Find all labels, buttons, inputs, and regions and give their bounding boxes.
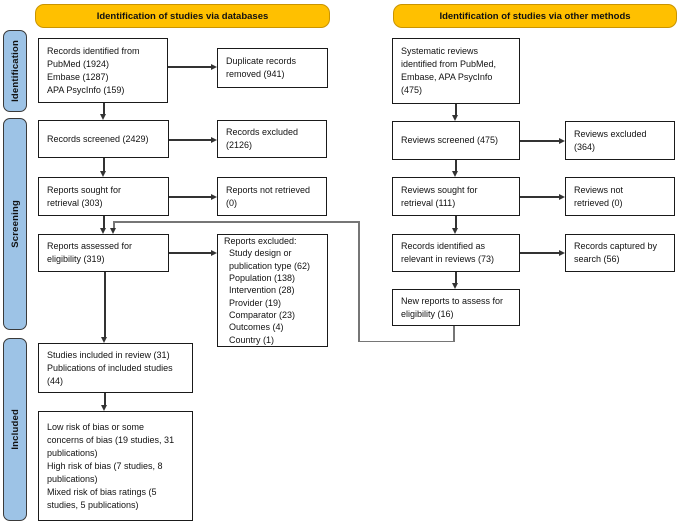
arrow-right-icon (558, 137, 565, 144)
arrow-right-icon (210, 249, 217, 256)
flow-line (168, 66, 211, 68)
arrow-right-icon (210, 136, 217, 143)
header-other-methods: Identification of studies via other meth… (393, 4, 677, 28)
box-duplicate-records: Duplicate records removed (941) (217, 48, 328, 88)
box-reviews-excluded: Reviews excluded (364) (565, 121, 675, 160)
box-studies-included: Studies included in review (31) Publicat… (38, 343, 193, 393)
box-new-reports: New reports to assess for eligibility (1… (392, 289, 520, 326)
box-records-screened-text: Records screened (2429) (47, 133, 149, 144)
stage-included-label: Included (9, 409, 21, 450)
header-databases: Identification of studies via databases (35, 4, 330, 28)
arrow-down-icon (452, 114, 458, 121)
arrow-down-icon (101, 404, 107, 411)
box-reports-assessed-text: Reports assessed for eligibility (319) (47, 241, 133, 264)
flow-line (169, 196, 211, 198)
box-records-identified-text: Records identified from PubMed (1924) Em… (47, 45, 140, 95)
arrow-down-icon (110, 227, 116, 234)
box-reports-not-retrieved-text: Reports not retrieved (0) (226, 184, 311, 208)
box-reports-excluded-title: Reports excluded: (224, 236, 297, 247)
cross-connector (358, 221, 360, 342)
box-reviews-excluded-text: Reviews excluded (364) (574, 128, 647, 152)
box-reviews-screened-text: Reviews screened (475) (401, 135, 499, 145)
arrow-down-icon (100, 170, 106, 177)
flow-line (520, 196, 559, 198)
flow-line (103, 216, 105, 228)
arrow-right-icon (558, 193, 565, 200)
flow-line (455, 160, 457, 171)
flow-line (520, 252, 559, 254)
box-reviews-sought-text: Reviews sought for retrieval (111) (401, 184, 478, 208)
cross-connector (113, 221, 115, 228)
flow-line (103, 158, 105, 171)
flow-line (169, 252, 211, 254)
arrow-right-icon (210, 63, 217, 70)
stage-screening-label: Screening (9, 200, 21, 248)
box-reports-excluded: Reports excluded: Study design or public… (217, 234, 328, 347)
box-systematic-reviews-text: Systematic reviews identified from PubMe… (401, 46, 497, 95)
cross-connector (358, 340, 455, 342)
box-reports-excluded-reasons: Study design or publication type (62) Po… (229, 248, 311, 345)
arrow-down-icon (101, 336, 107, 343)
box-records-excluded: Records excluded (2126) (217, 120, 327, 158)
flow-line (455, 272, 457, 283)
arrow-down-icon (452, 170, 458, 177)
box-reviews-not-retrieved: Reviews not retrieved (0) (565, 177, 675, 216)
box-reports-assessed: Reports assessed for eligibility (319) (38, 234, 169, 272)
stage-screening: Screening (3, 118, 27, 330)
box-reports-sought: Reports sought for retrieval (303) (38, 177, 169, 216)
cross-connector (453, 326, 455, 342)
flow-line (104, 393, 106, 405)
box-records-captured: Records captured by search (56) (565, 234, 675, 272)
stage-identification-label: Identification (9, 40, 21, 102)
arrow-down-icon (452, 282, 458, 289)
flow-line (169, 139, 211, 141)
box-records-relevant-text: Records identified as relevant in review… (401, 241, 495, 264)
box-records-screened: Records screened (2429) (38, 120, 169, 158)
box-reports-not-retrieved: Reports not retrieved (0) (217, 177, 327, 216)
flow-line (455, 104, 457, 115)
flow-line (520, 140, 559, 142)
arrow-down-icon (452, 227, 458, 234)
box-reports-sought-text: Reports sought for retrieval (303) (47, 184, 122, 208)
cross-connector (113, 221, 360, 223)
box-new-reports-text: New reports to assess for eligibility (1… (401, 295, 504, 319)
arrow-right-icon (558, 249, 565, 256)
arrow-down-icon (100, 113, 106, 120)
box-records-identified: Records identified from PubMed (1924) Em… (38, 38, 168, 103)
box-risk-of-bias-text: Low risk of bias or some concerns of bia… (47, 421, 175, 510)
stage-included: Included (3, 338, 27, 521)
box-reviews-not-retrieved-text: Reviews not retrieved (0) (574, 184, 624, 208)
arrow-right-icon (210, 193, 217, 200)
stage-identification: Identification (3, 30, 27, 112)
box-studies-included-text: Studies included in review (31) Publicat… (47, 349, 173, 386)
box-records-excluded-text: Records excluded (2126) (226, 127, 299, 150)
box-reports-excluded-content: Reports excluded: Study design or public… (224, 235, 310, 346)
box-risk-of-bias: Low risk of bias or some concerns of bia… (38, 411, 193, 521)
box-duplicate-records-text: Duplicate records removed (941) (226, 56, 297, 79)
arrow-down-icon (100, 227, 106, 234)
box-reviews-sought: Reviews sought for retrieval (111) (392, 177, 520, 216)
box-records-captured-text: Records captured by search (56) (574, 241, 658, 264)
flow-line (455, 216, 457, 228)
box-reviews-screened: Reviews screened (475) (392, 121, 520, 160)
box-records-relevant: Records identified as relevant in review… (392, 234, 520, 272)
flow-line (103, 103, 105, 114)
box-systematic-reviews: Systematic reviews identified from PubMe… (392, 38, 520, 104)
flow-line (104, 272, 106, 337)
